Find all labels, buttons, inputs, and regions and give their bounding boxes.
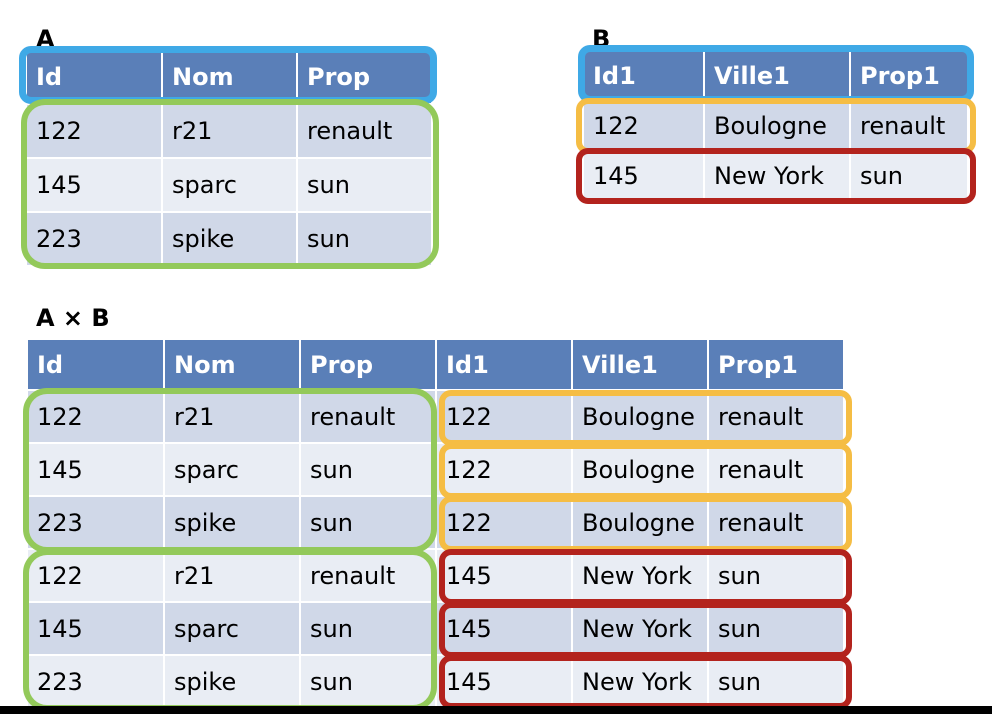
table-cell: sun — [708, 549, 845, 603]
table-cell: r21 — [164, 549, 301, 603]
table-cell: 122 — [436, 496, 573, 550]
axb-header-prop: Prop — [300, 340, 437, 391]
table-cell: 145 — [436, 602, 573, 656]
axb-header-id: Id — [28, 340, 165, 391]
table-cell: renault — [850, 101, 969, 152]
table-cell: 122 — [436, 443, 573, 497]
table-a-header-id: Id — [27, 51, 163, 105]
table-cell: New York — [572, 602, 709, 656]
table-cell: sparc — [162, 158, 298, 213]
table-cell: New York — [704, 151, 851, 202]
table-b-header-prop1: Prop1 — [850, 51, 969, 102]
table-cell: 122 — [28, 390, 165, 444]
table-cell: sun — [300, 655, 437, 709]
table-axb-label: A × B — [36, 304, 110, 332]
table-cell: Boulogne — [572, 496, 709, 550]
table-cell: 145 — [28, 443, 165, 497]
table-cell: 223 — [28, 496, 165, 550]
table-cell: renault — [708, 390, 845, 444]
table-cell: sun — [300, 496, 437, 550]
axb-header-nom: Nom — [164, 340, 301, 391]
table-row: 223 spike sun 145 New York sun — [28, 655, 845, 709]
table-cell: renault — [300, 549, 437, 603]
table-cell: renault — [300, 390, 437, 444]
table-cell: renault — [297, 104, 433, 159]
table-cell: New York — [572, 655, 709, 709]
table-cell: 223 — [27, 212, 163, 267]
table-cell: r21 — [162, 104, 298, 159]
table-cell: sparc — [164, 602, 301, 656]
table-cell: sparc — [164, 443, 301, 497]
table-row: 122 r21 renault — [27, 104, 433, 159]
table-cell: r21 — [164, 390, 301, 444]
axb-header-prop1: Prop1 — [708, 340, 845, 391]
table-cell: 145 — [28, 602, 165, 656]
table-row: 223 spike sun — [27, 212, 433, 267]
table-cell: sun — [297, 158, 433, 213]
table-cell: 223 — [28, 655, 165, 709]
table-cell: sun — [297, 212, 433, 267]
table-row: 122 Boulogne renault — [584, 101, 969, 152]
table-axb: Id Nom Prop Id1 Ville1 Prop1 122 r21 ren… — [28, 340, 845, 709]
table-row: 145 sparc sun 145 New York sun — [28, 602, 845, 656]
axb-header-ville1: Ville1 — [572, 340, 709, 391]
table-a-label: A — [36, 25, 55, 53]
table-cell: Boulogne — [572, 443, 709, 497]
table-cell: spike — [164, 655, 301, 709]
table-cell: 122 — [584, 101, 705, 152]
table-cell: sun — [300, 602, 437, 656]
table-b: Id1 Ville1 Prop1 122 Boulogne renault 14… — [584, 51, 969, 202]
table-row: 122 r21 renault 122 Boulogne renault — [28, 390, 845, 444]
bottom-bar — [0, 706, 992, 714]
table-cell: sun — [300, 443, 437, 497]
table-cell: renault — [708, 496, 845, 550]
table-cell: 122 — [27, 104, 163, 159]
table-a-header-prop: Prop — [297, 51, 433, 105]
table-row: 145 sparc sun — [27, 158, 433, 213]
table-cell: spike — [164, 496, 301, 550]
table-cell: sun — [850, 151, 969, 202]
table-cell: spike — [162, 212, 298, 267]
table-b-header-id1: Id1 — [584, 51, 705, 102]
table-cell: 145 — [436, 549, 573, 603]
table-a-header-nom: Nom — [162, 51, 298, 105]
axb-header-id1: Id1 — [436, 340, 573, 391]
table-cell: sun — [708, 655, 845, 709]
table-cell: New York — [572, 549, 709, 603]
table-row: 223 spike sun 122 Boulogne renault — [28, 496, 845, 550]
table-cell: 145 — [436, 655, 573, 709]
table-cell: 122 — [436, 390, 573, 444]
table-cell: Boulogne — [572, 390, 709, 444]
table-row: 122 r21 renault 145 New York sun — [28, 549, 845, 603]
table-cell: Boulogne — [704, 101, 851, 152]
table-cell: 145 — [27, 158, 163, 213]
table-cell: 122 — [28, 549, 165, 603]
table-cell: sun — [708, 602, 845, 656]
table-cell: renault — [708, 443, 845, 497]
table-row: 145 sparc sun 122 Boulogne renault — [28, 443, 845, 497]
table-cell: 145 — [584, 151, 705, 202]
table-b-header-ville1: Ville1 — [704, 51, 851, 102]
table-a: Id Nom Prop 122 r21 renault 145 sparc su… — [27, 51, 433, 267]
table-row: 145 New York sun — [584, 151, 969, 202]
table-b-label: B — [592, 25, 611, 53]
